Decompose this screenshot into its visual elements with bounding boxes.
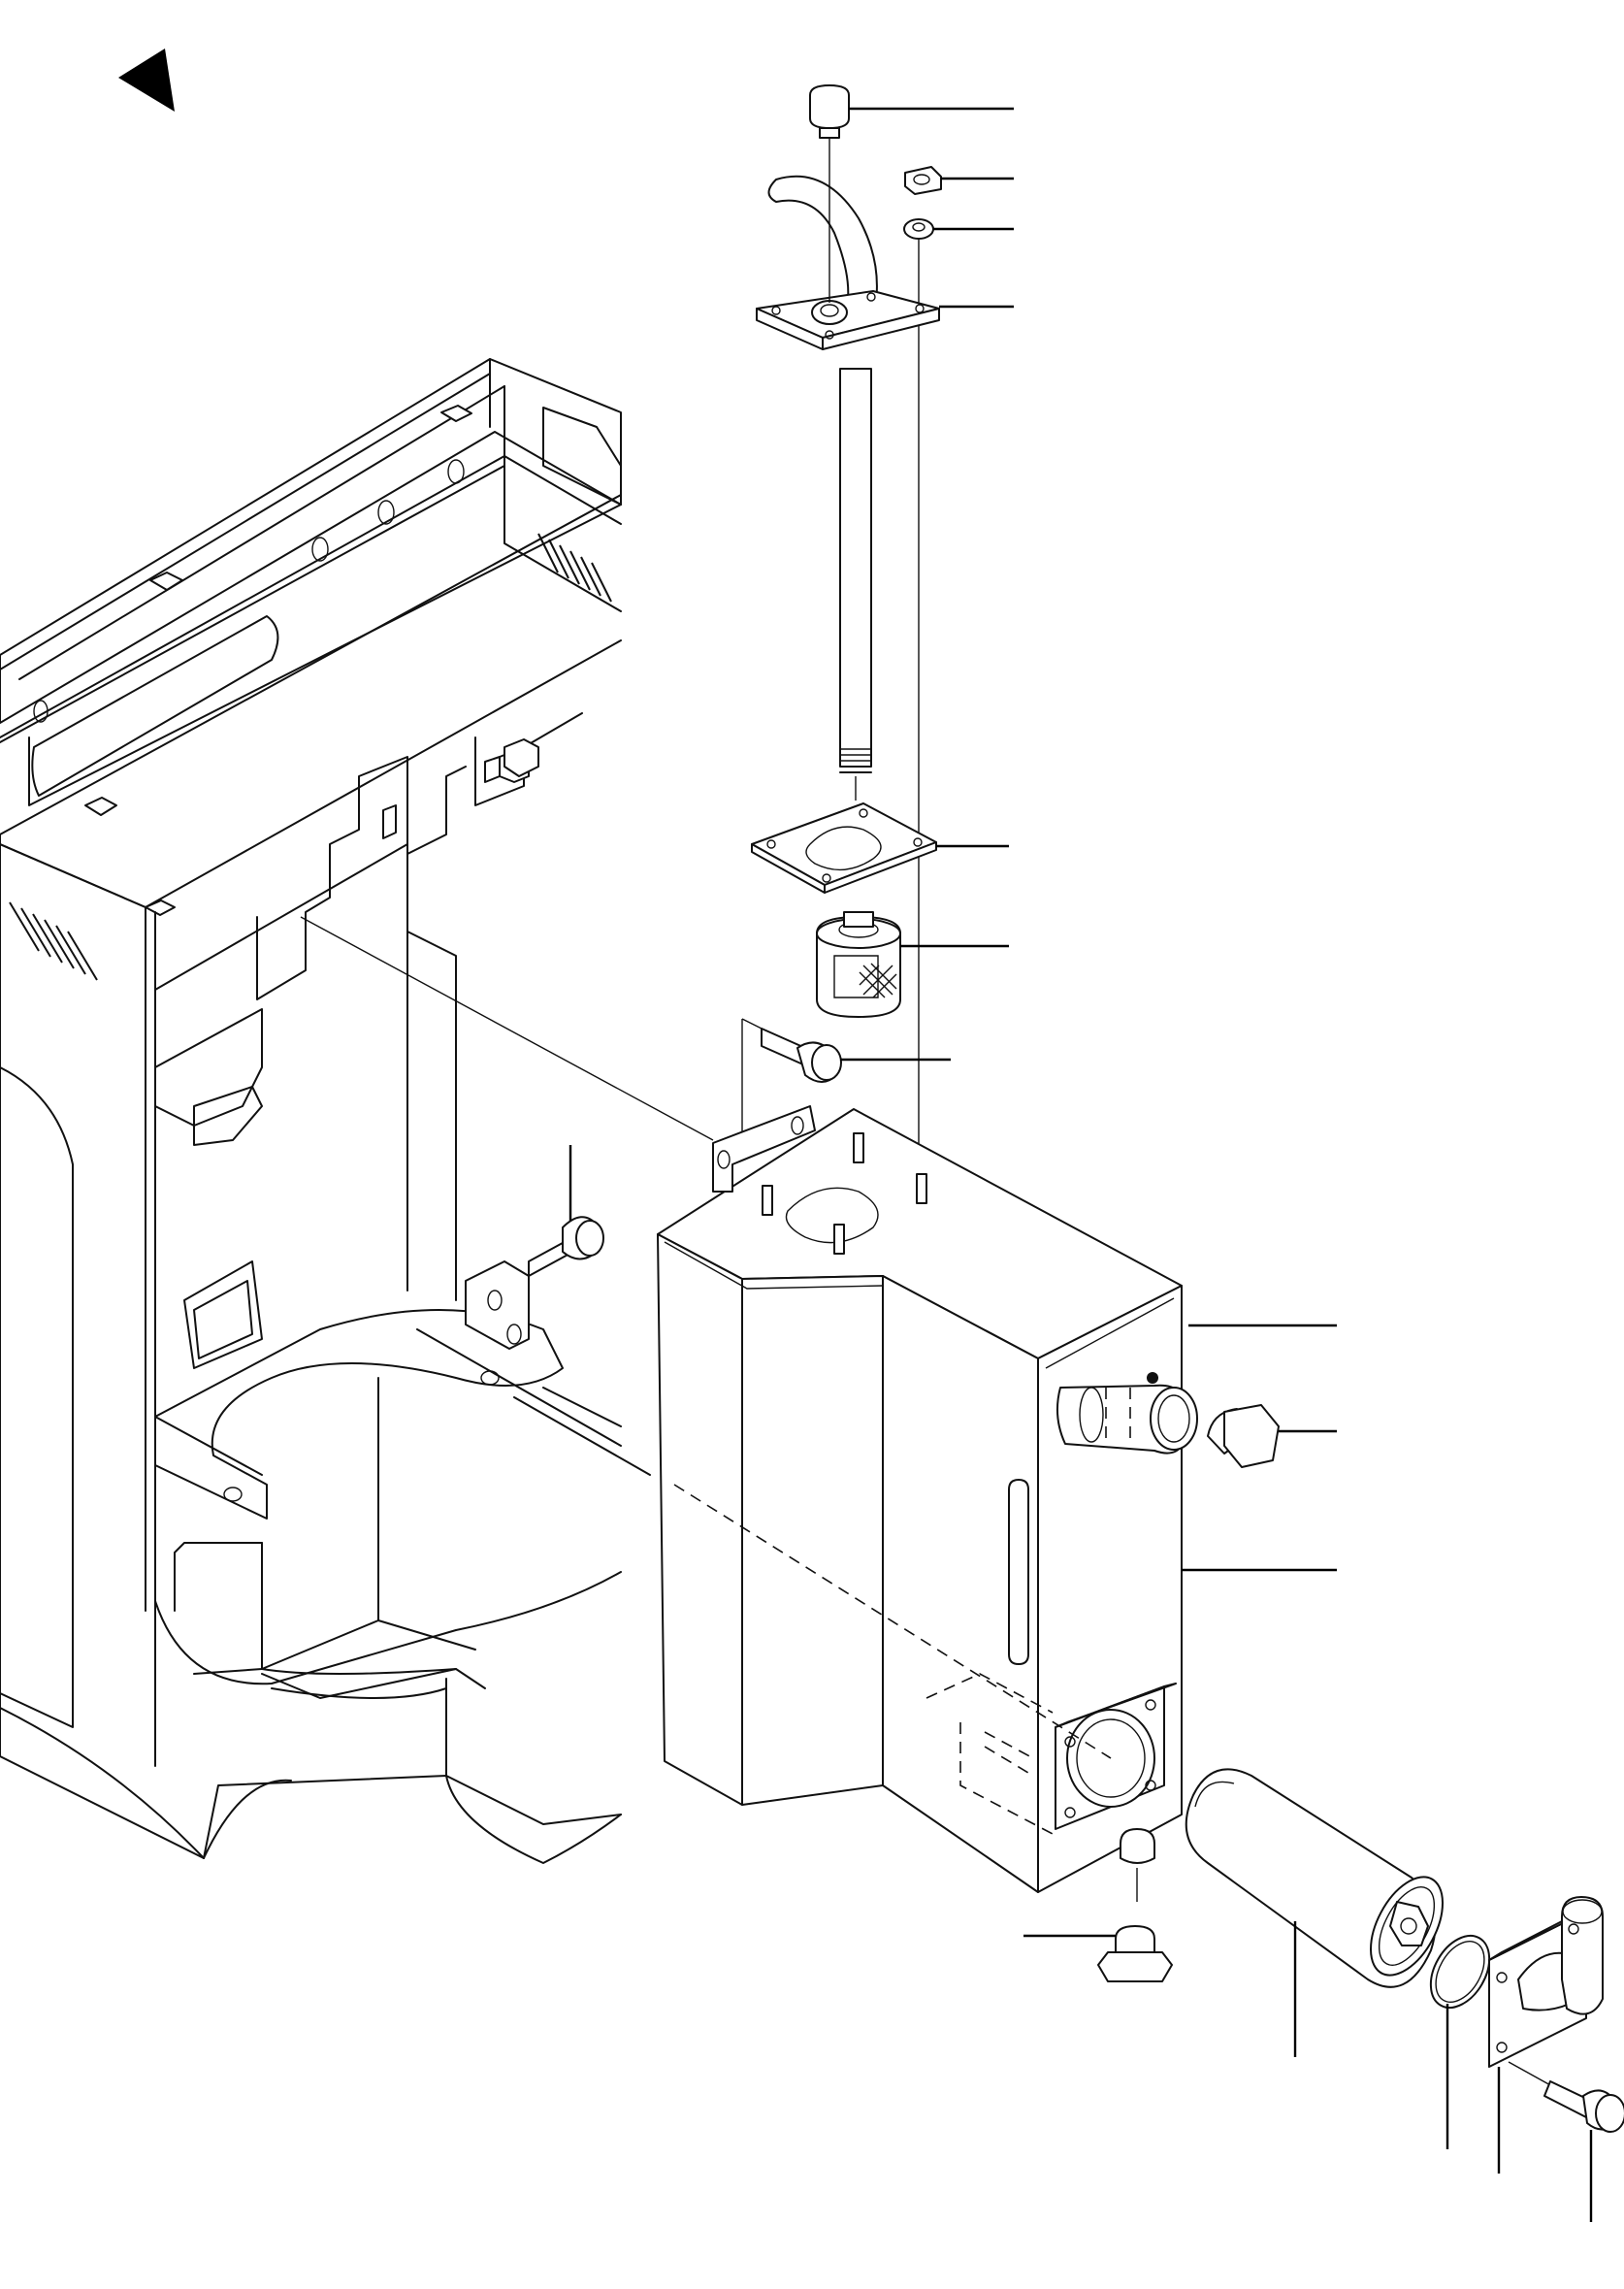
tank-bolt [742, 1019, 951, 1155]
vent-louvres-left [10, 902, 97, 980]
view-direction-arrow-icon [118, 49, 175, 112]
frame-mounting-bolt [529, 1145, 603, 1276]
gasket [752, 803, 1009, 893]
strainer-mesh [860, 964, 896, 997]
hex-plug [1208, 1405, 1337, 1467]
machine-frame [0, 359, 650, 1863]
hex-nut [905, 167, 1014, 194]
hydraulic-tank [658, 1106, 1337, 1902]
o-ring [1418, 1925, 1501, 2149]
vent-louvres-upper [538, 534, 611, 602]
breather-pipe-assembly [757, 138, 1014, 801]
drain-plug [1023, 1926, 1172, 1981]
return-filter-element [1186, 1769, 1458, 2057]
lock-washer [904, 219, 1014, 1189]
cover-bolt [1509, 2062, 1624, 2222]
tank-studs [763, 1133, 926, 1254]
filter-cover-plate [1489, 1897, 1603, 2174]
breather-cap [810, 85, 1014, 138]
suction-strainer [817, 912, 1009, 1017]
